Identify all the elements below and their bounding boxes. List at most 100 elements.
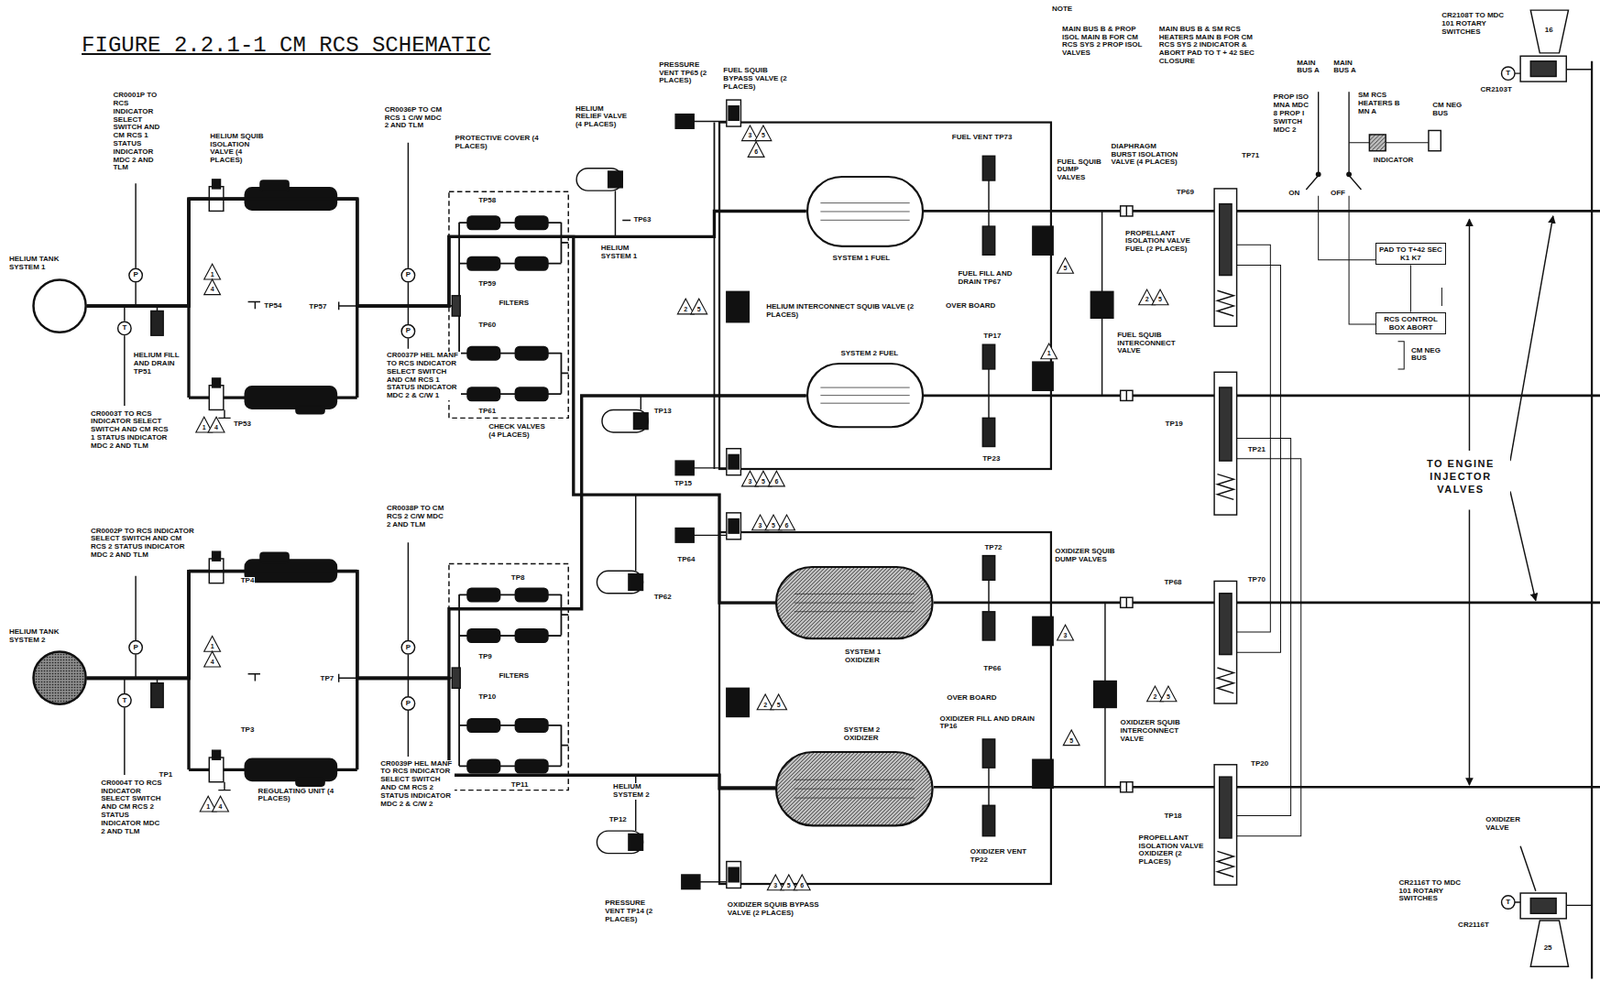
bladder-line xyxy=(820,403,910,405)
part-label: OFF xyxy=(1329,189,1347,198)
part-label: PRESSURE VENT TP14 (2 PLACES) xyxy=(603,899,668,924)
part-label: TP63 xyxy=(632,216,652,225)
transducer-letter: P xyxy=(131,271,141,279)
callout-number: 2 xyxy=(761,701,770,709)
part-label: OXIDIZER SQUIB BYPASS VALVE (2 PLACES) xyxy=(726,901,836,919)
pipe-line xyxy=(700,881,727,883)
pipe-line xyxy=(693,120,727,122)
pipe-line xyxy=(1513,69,1592,74)
valve-symbol xyxy=(1530,61,1557,77)
bladder-line xyxy=(820,395,910,397)
bladder-line xyxy=(794,611,915,613)
part-label: HELIUM SYSTEM 2 xyxy=(612,783,666,800)
part-label: PRESSURE VENT TP65 (2 PLACES) xyxy=(657,61,716,86)
callout-triangle xyxy=(204,279,221,296)
part-label: MAIN BUS A xyxy=(1332,59,1361,77)
control-box: PAD TO T+42 SECK1 K7 xyxy=(1375,242,1447,265)
part-label: NOTE xyxy=(1051,5,1074,14)
figure-title: FIGURE 2.2.1-1 CM RCS SCHEMATIC xyxy=(81,32,491,58)
part-label: CR0001P TO RCS INDICATOR SELECT SWITCH A… xyxy=(111,91,170,173)
valve-symbol xyxy=(675,460,694,476)
callout-triangle xyxy=(1147,686,1164,702)
part-label: TP59 xyxy=(477,280,497,289)
part-label: TP12 xyxy=(608,816,628,825)
pipe-line xyxy=(640,395,642,411)
valve-symbol xyxy=(1214,188,1237,327)
pipe-line xyxy=(614,190,631,237)
pipe-line xyxy=(1510,491,1536,601)
callout-triangle xyxy=(1057,624,1074,641)
part-label: TP7 xyxy=(319,675,336,684)
part-label: TP3 xyxy=(240,726,256,735)
part-label: TP8 xyxy=(510,574,527,583)
part-label: CHECK VALVES (4 PLACES) xyxy=(487,423,553,440)
transducer-symbol xyxy=(129,268,143,282)
transducer-letter: P xyxy=(131,644,141,652)
pipe-line xyxy=(1237,244,1302,837)
callout-triangle xyxy=(742,125,759,142)
valve-symbol xyxy=(719,122,1052,470)
part-label: TP21 xyxy=(1247,446,1267,455)
valve-symbol xyxy=(1120,597,1133,608)
pipe-line xyxy=(1468,510,1470,787)
oxidizer-tank: SYSTEM 1 OXIDIZER xyxy=(775,566,934,640)
part-label: TP4 xyxy=(240,577,256,586)
valve-symbol xyxy=(982,226,995,255)
part-label: TP15 xyxy=(673,480,693,489)
tank-outline xyxy=(32,279,86,332)
part-label: TP62 xyxy=(653,593,673,603)
part-label: TP64 xyxy=(676,556,696,565)
callout-triangle xyxy=(1057,258,1074,274)
callout-triangle xyxy=(208,416,225,433)
pipe-line xyxy=(719,602,776,788)
valve-symbol xyxy=(675,528,694,544)
callout-triangle xyxy=(212,796,230,812)
valve-symbol xyxy=(1120,782,1133,793)
valve-symbol xyxy=(1214,372,1237,516)
valve-symbol xyxy=(728,867,739,883)
transducer-symbol xyxy=(129,641,143,655)
part-label: REGULATING UNIT (4 PLACES) xyxy=(257,788,341,805)
part-label: TP23 xyxy=(981,455,1001,464)
part-label: TP17 xyxy=(982,332,1002,341)
valve-symbol xyxy=(1214,765,1237,886)
part-label: OXIDIZER SQUIB DUMP VALVES xyxy=(1053,547,1118,565)
valve-symbol xyxy=(1032,759,1053,789)
node-label: SYSTEM 1 OXIDIZER xyxy=(843,648,908,666)
part-label: SM RCS HEATERS B MN A xyxy=(1357,91,1411,116)
part-label: CR0003T TO RCS INDICATOR SELECT SWITCH A… xyxy=(89,410,172,451)
part-label: TP71 xyxy=(1240,152,1261,161)
valve-symbol xyxy=(608,171,624,188)
valve-symbol xyxy=(982,417,995,447)
callout-number: 4 xyxy=(208,285,217,293)
part-label: TP20 xyxy=(1249,760,1270,769)
fuel-tank: SYSTEM 1 FUEL xyxy=(806,175,924,248)
part-label: 25 xyxy=(1543,944,1554,954)
pipe-line xyxy=(713,122,716,470)
part-label: CR0004T TO RCS INDICATOR SELECT SWITCH A… xyxy=(99,779,165,837)
callout-number: 3 xyxy=(745,478,755,485)
callout-number: 5 xyxy=(1156,295,1165,303)
callout-triangle xyxy=(778,515,796,531)
bladder-line xyxy=(794,788,915,790)
callout-triangle xyxy=(1063,730,1080,746)
valve-symbol xyxy=(602,409,648,432)
part-label: PROPELLANT ISOLATION VALVE OXIDIZER (2 P… xyxy=(1138,834,1212,867)
valve-symbol xyxy=(1032,361,1053,391)
part-label: CR0036P TO CM RCS 1 C/W MDC 2 AND TLM xyxy=(383,106,446,131)
symbol-circle xyxy=(1347,172,1351,176)
part-label: MAIN BUS B & SM RCS HEATERS MAIN B FOR C… xyxy=(1158,25,1262,66)
valve-symbol xyxy=(633,413,648,430)
helium-tank-outline xyxy=(32,278,88,334)
callout-triangle xyxy=(204,651,221,668)
part-label: TP18 xyxy=(1162,812,1183,822)
part-label: OXIDIZER VALVE xyxy=(1484,816,1538,833)
part-label: TP70 xyxy=(1247,576,1267,585)
transducer-symbol xyxy=(1501,66,1515,80)
valve-symbol xyxy=(726,449,742,476)
callout-triangle xyxy=(204,636,221,653)
valve-symbol xyxy=(1530,898,1557,915)
transducer-symbol xyxy=(401,268,415,282)
callout-triangle xyxy=(1041,343,1058,360)
